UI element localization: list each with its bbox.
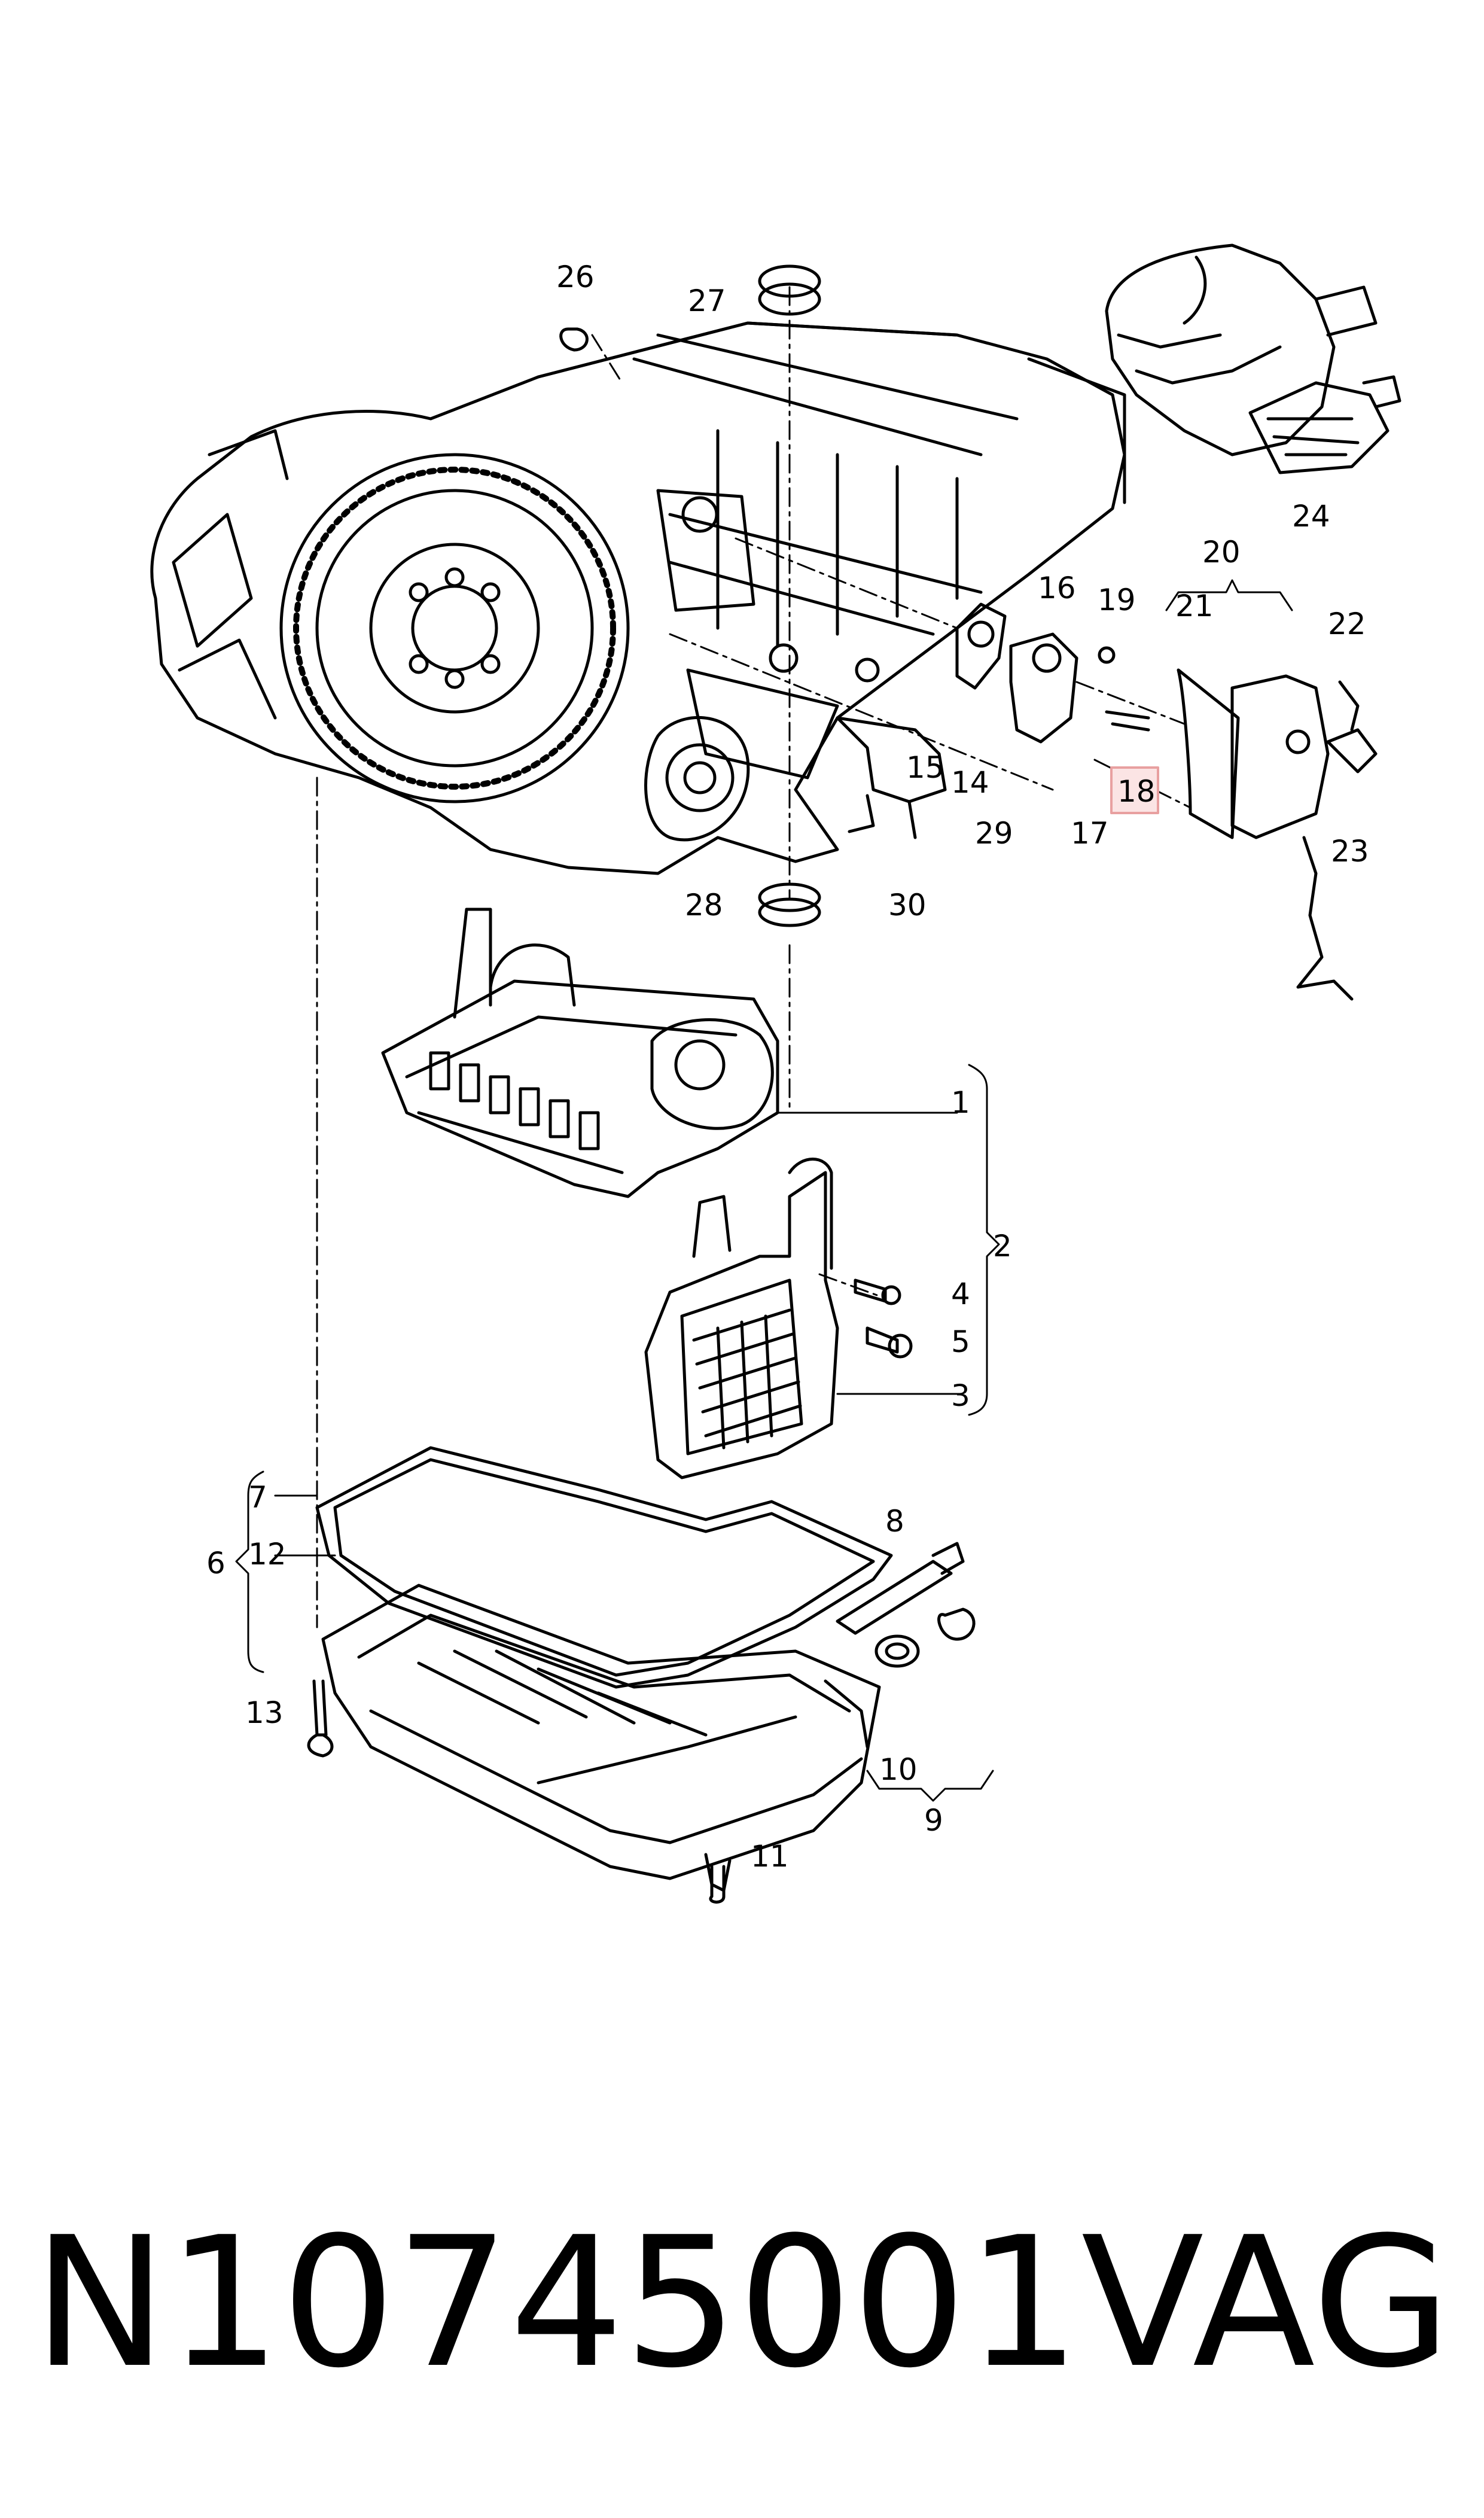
callout-8: 8: [885, 1504, 904, 1539]
highlight-box: [1110, 766, 1159, 814]
callout-24: 24: [1292, 499, 1330, 534]
callout-18: 18: [1117, 774, 1156, 809]
control-parts-right: [836, 602, 1378, 1001]
callout-7: 7: [248, 1480, 267, 1515]
callout-2: 2: [993, 1229, 1012, 1263]
callout-6: 6: [206, 1546, 226, 1581]
callout-21: 21: [1175, 589, 1214, 623]
bolts-4-5: [854, 1278, 913, 1359]
callout-15: 15: [906, 750, 944, 785]
flywheel: [279, 453, 630, 803]
callout-5: 5: [951, 1325, 970, 1359]
oil-pan-gasket: [315, 1446, 893, 1689]
callout-9: 9: [924, 1803, 943, 1838]
callout-30: 30: [888, 888, 927, 922]
callout-26: 26: [556, 260, 595, 294]
callout-29: 29: [975, 816, 1013, 851]
oil-pan: [321, 1584, 881, 1892]
bolts-11-13: [307, 1679, 726, 1904]
callout-20: 20: [1202, 535, 1241, 570]
callout-14: 14: [951, 765, 989, 800]
callout-22: 22: [1328, 607, 1366, 641]
callout-10: 10: [879, 1752, 918, 1787]
callout-28: 28: [685, 888, 723, 922]
callout-12: 12: [248, 1537, 287, 1572]
brand-label: VAG: [1081, 2199, 1451, 2407]
part-number: N10745001: [33, 2199, 1081, 2407]
callout-16: 16: [1038, 571, 1076, 605]
callout-1: 1: [951, 1085, 970, 1120]
callout-labels: 26 27 24 20 16 19 21 22 15 14 18 17 29 2…: [206, 260, 1369, 1874]
valve-body: [381, 908, 958, 1198]
callout-23: 23: [1331, 834, 1369, 869]
callout-27: 27: [688, 284, 726, 318]
seals: [559, 264, 821, 927]
callout-3: 3: [951, 1378, 970, 1413]
transfer-case: [1105, 243, 1401, 474]
transmission-housing: [150, 321, 1126, 875]
leader-lines: [316, 286, 1192, 1628]
callout-11: 11: [751, 1839, 789, 1874]
fill-plug-parts: [836, 1542, 976, 1668]
filter-cover: [644, 1158, 958, 1479]
callout-4: 4: [951, 1277, 970, 1311]
callout-17: 17: [1071, 816, 1109, 851]
callout-13: 13: [245, 1695, 284, 1730]
callout-brackets: [235, 579, 1293, 1802]
callout-19: 19: [1098, 583, 1136, 617]
